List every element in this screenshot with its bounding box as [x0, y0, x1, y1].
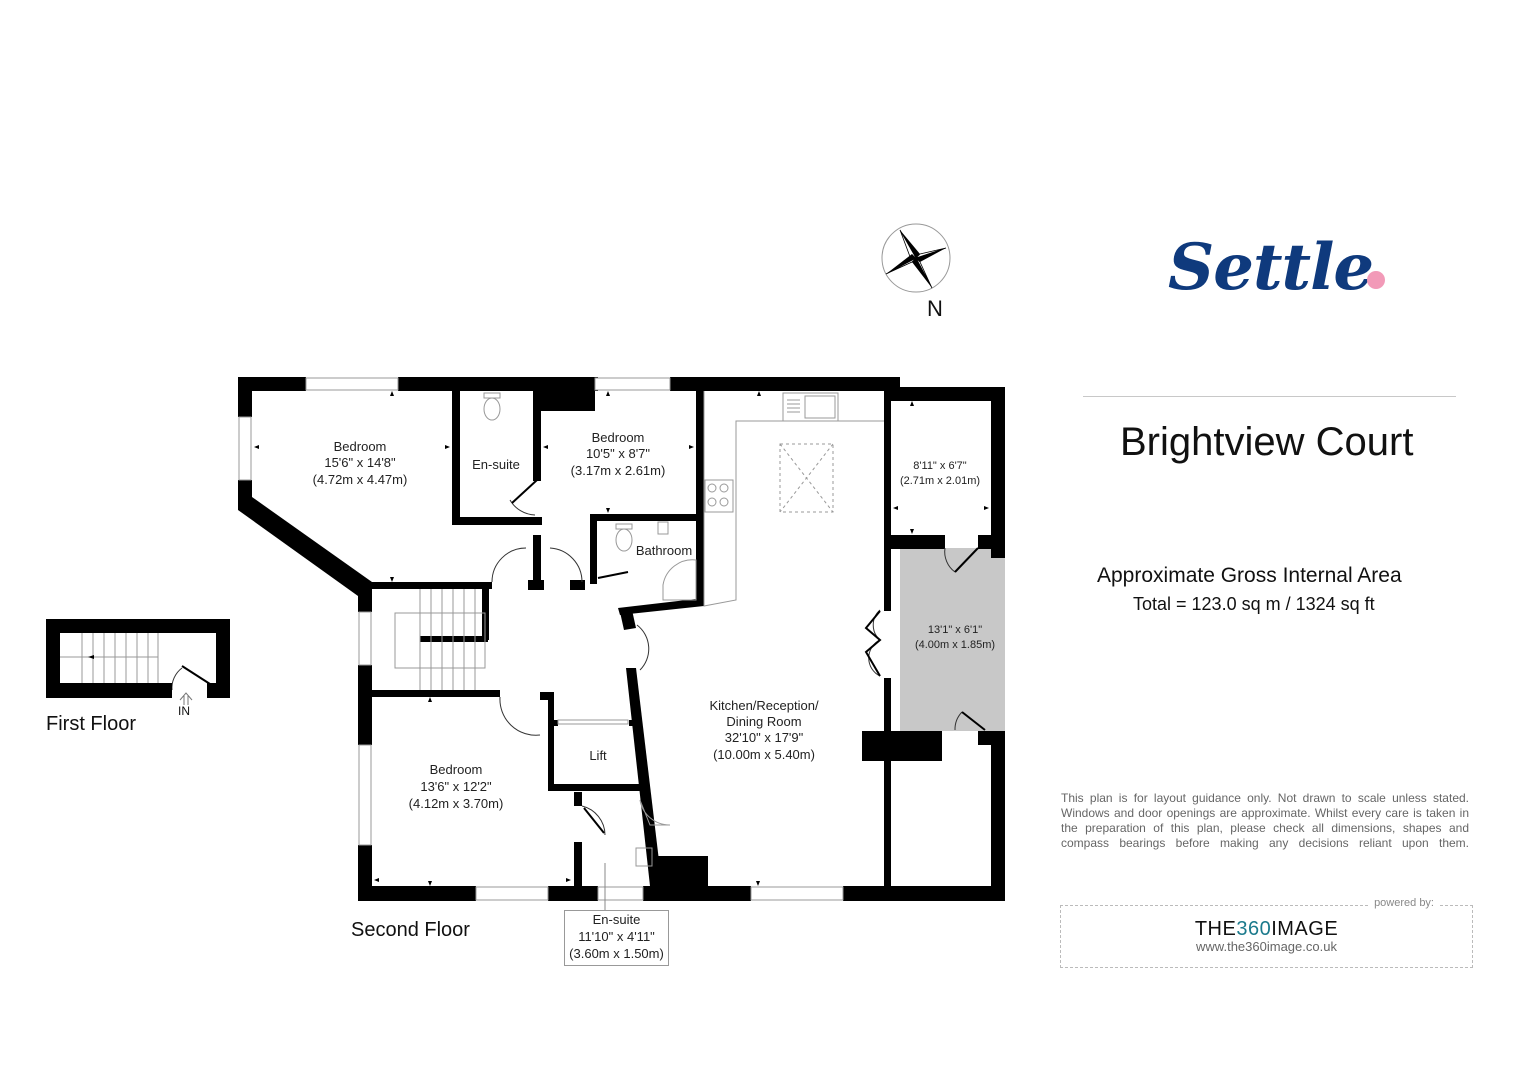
room-labels: Bedroom 15'6" x 14'8" (4.72m x 4.47m) En… [313, 430, 995, 811]
room-bedroom-3-imperial: 13'6" x 12'2" [420, 779, 492, 794]
ensuite-2-callout: En-suite 11'10" x 4'11" (3.60m x 1.50m) [564, 910, 669, 966]
room-store-metric: (2.71m x 2.01m) [900, 475, 980, 487]
room-bedroom-3-metric: (4.12m x 3.70m) [409, 796, 504, 811]
room-kitchen-name2: Dining Room [726, 714, 801, 729]
room-store-imperial: 8'11" x 6'7" [913, 460, 966, 472]
room-bedroom-2-name: Bedroom [592, 430, 645, 445]
room-ensuite-1-name: En-suite [472, 457, 520, 472]
compass-rose-icon [881, 223, 951, 293]
first-floor-walls [46, 619, 230, 698]
room-bedroom-2-metric: (3.17m x 2.61m) [571, 463, 666, 478]
room-bathroom-name: Bathroom [636, 543, 692, 558]
room-bedroom-1-name: Bedroom [334, 439, 387, 454]
logo-text: Settle [1168, 230, 1374, 305]
area-total: Total = 123.0 sq m / 1324 sq ft [1133, 594, 1375, 614]
first-floor-label: First Floor [46, 713, 136, 735]
compass-north-label: N [927, 296, 943, 321]
brand-prefix: THE [1194, 918, 1237, 940]
bathroom-fixtures [483, 392, 697, 867]
terrace-area [900, 548, 1005, 731]
room-kitchen-metric: (10.00m x 5.40m) [713, 747, 815, 762]
settle-logo: Settle [1168, 230, 1386, 305]
kitchen-fixtures [703, 391, 884, 607]
door-leaves [181, 479, 986, 834]
disclaimer-text: This plan is for layout guidance only. N… [1061, 791, 1469, 850]
credit-url-link[interactable]: www.the360image.co.uk [1196, 939, 1337, 954]
windows [238, 377, 844, 901]
area-heading: Approximate Gross Internal Area [1097, 564, 1402, 587]
stairs-second-floor [394, 589, 486, 690]
entrance-arrow-icon [179, 692, 193, 705]
room-ensuite-2-imperial: 11'10" x 4'11" [578, 929, 655, 944]
room-terrace-imperial: 13'1" x 6'1" [928, 624, 982, 636]
door-swings [171, 499, 963, 836]
entrance-label: IN [178, 704, 190, 718]
credit-brand: THE360IMAGE [1061, 918, 1472, 941]
logo-dot-icon [1367, 271, 1386, 289]
room-bedroom-1-imperial: 15'6" x 14'8" [324, 455, 396, 470]
room-ensuite-2-name: En-suite [592, 912, 641, 927]
room-terrace-metric: (4.00m x 1.85m) [915, 639, 995, 651]
property-title: Brightview Court [1120, 420, 1414, 464]
dimension-arrows [254, 391, 989, 886]
room-kitchen-name: Kitchen/Reception/ [709, 698, 819, 713]
powered-by-label: powered by: [1368, 897, 1440, 909]
stairs-first-floor [60, 633, 159, 683]
credit-box: powered by: THE360IMAGE www.the360image.… [1060, 897, 1473, 968]
brand-accent: 360 [1236, 918, 1272, 940]
room-ensuite-2-metric: (3.60m x 1.50m) [569, 946, 664, 961]
header-divider [1083, 396, 1456, 397]
brand-suffix: IMAGE [1271, 918, 1339, 940]
room-kitchen-imperial: 32'10" x 17'9" [725, 730, 804, 745]
room-bedroom-3-name: Bedroom [430, 762, 483, 777]
second-floor-label: Second Floor [351, 919, 470, 941]
walls [238, 377, 1005, 901]
room-bedroom-1-metric: (4.72m x 4.47m) [313, 472, 408, 487]
room-bedroom-2-imperial: 10'5" x 8'7" [586, 446, 650, 461]
room-lift-name: Lift [589, 748, 607, 763]
